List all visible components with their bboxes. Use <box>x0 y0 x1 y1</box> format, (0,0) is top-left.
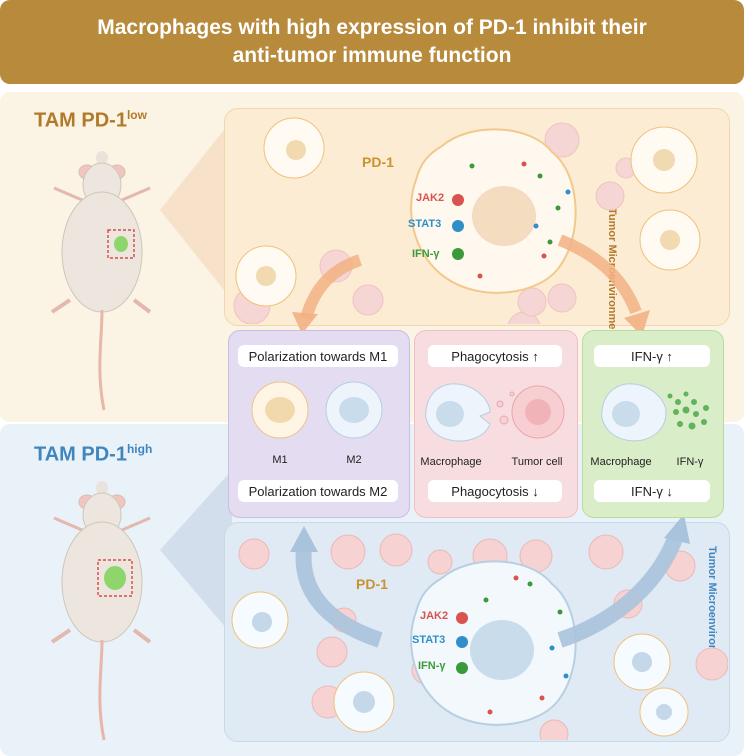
low-pd1-label: PD-1 <box>362 154 394 170</box>
high-jak2-label: JAK2 <box>420 610 449 622</box>
ifn-up-label: IFN-γ ↑ <box>594 345 710 367</box>
middle-panel-cells <box>251 381 709 442</box>
arrow-head-ifn-bottom <box>664 514 690 544</box>
phago-macrophage-caption: Macrophage <box>420 456 482 468</box>
low-stat3-label: STAT3 <box>408 218 442 230</box>
ifn-caption: IFN-γ <box>676 456 704 468</box>
title-line-1: Macrophages with high expression of PD-1… <box>97 16 647 39</box>
high-ifn-label: IFN-γ <box>418 660 446 672</box>
polarization-m1-label: Polarization towards M1 <box>238 345 398 367</box>
phagocytosis-down-label: Phagocytosis ↓ <box>428 480 562 502</box>
phagocytosis-up-label: Phagocytosis ↑ <box>428 345 562 367</box>
m1-caption: M1 <box>272 454 288 466</box>
low-tme-cells <box>233 117 701 324</box>
high-group-label: TAM PD-1high <box>34 442 153 466</box>
low-group-label: TAM PD-1low <box>34 108 147 132</box>
ifn-down-label: IFN-γ ↓ <box>594 480 710 502</box>
ifn-dots <box>667 391 709 430</box>
high-main-macrophage <box>410 560 577 726</box>
arrow-to-ifn-bottom <box>557 533 684 648</box>
high-signal-dots <box>456 612 468 674</box>
mouse-high-illustration <box>50 481 152 741</box>
title-line-2: anti-tumor immune function <box>232 44 512 67</box>
low-ifn-label: IFN-γ <box>412 248 440 260</box>
high-stat3-label: STAT3 <box>412 634 446 646</box>
high-funnel <box>160 470 232 635</box>
title-banner: Macrophages with high expression of PD-1… <box>0 0 744 84</box>
arrow-head-polarization-bottom <box>290 526 318 552</box>
low-main-macrophage <box>410 128 577 294</box>
low-jak2-label: JAK2 <box>416 192 445 204</box>
ifn-macrophage-caption: Macrophage <box>590 456 652 468</box>
arrow-head-ifn-top <box>624 310 650 336</box>
arrow-to-polarization <box>300 254 363 320</box>
mouse-low-illustration <box>50 151 152 411</box>
arrow-head-polarization <box>292 312 318 334</box>
low-signal-dots <box>452 194 464 260</box>
arrow-to-ifn-top <box>557 234 642 315</box>
phago-tumor-caption: Tumor cell <box>511 456 563 468</box>
low-funnel <box>160 120 232 300</box>
polarization-m2-label: Polarization towards M2 <box>238 480 398 502</box>
m2-caption: M2 <box>346 454 362 466</box>
arrow-to-polarization-bottom <box>295 547 383 648</box>
high-pd1-label: PD-1 <box>356 576 388 592</box>
